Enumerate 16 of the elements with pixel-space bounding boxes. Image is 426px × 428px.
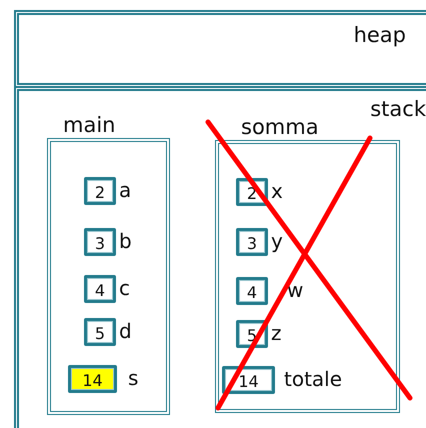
- variable-name: c: [119, 276, 130, 300]
- variable-name: y: [271, 229, 283, 253]
- heap-area: [14, 10, 426, 88]
- variable-name: z: [271, 321, 282, 345]
- frame-title: somma: [241, 115, 319, 139]
- frame-title: main: [63, 113, 116, 137]
- variable-name: a: [119, 178, 132, 202]
- variable-name: b: [119, 229, 132, 253]
- variable-name: s: [128, 366, 138, 390]
- variable-name: x: [271, 179, 283, 203]
- variable-name: totale: [284, 367, 342, 391]
- area-title: stack: [370, 97, 426, 121]
- area-title: heap: [354, 23, 406, 47]
- variable-name: d: [119, 319, 132, 343]
- stack-area: [14, 86, 426, 428]
- variable-name: w: [287, 278, 304, 302]
